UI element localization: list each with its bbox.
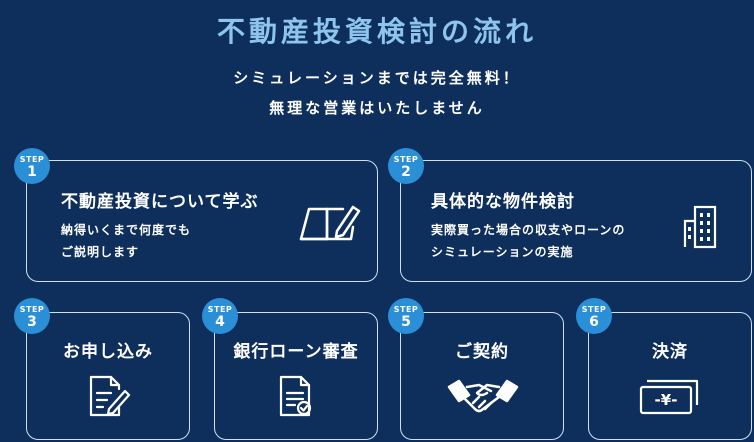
step-2-title: 具体的な物件検討	[431, 192, 575, 212]
step-2-desc-line-1: 実際買った場合の収支やローンの	[431, 223, 626, 237]
step-1-title: 不動産投資について学ぶ	[61, 192, 259, 212]
step-2-card: 具体的な物件検討 実際買った場合の収支やローンの シミュレーションの実施	[400, 160, 752, 282]
handshake-icon	[447, 379, 519, 413]
step-6-title: 決済	[652, 342, 688, 362]
step-3-title: お申し込み	[63, 342, 153, 362]
banknote-symbol: -¥-	[655, 391, 678, 409]
step-2-desc-line-2: シミュレーションの実施	[431, 245, 574, 259]
step-1-card: 不動産投資について学ぶ 納得いくまで何度でも ご説明します	[26, 160, 378, 282]
step-6-card: 決済 -¥-	[588, 312, 752, 440]
step-4-title: 銀行ローン審査	[233, 342, 359, 362]
step-5-card: ご契約	[400, 312, 564, 440]
subtitle-line-2: 無理な営業はいたしません	[269, 99, 485, 117]
document-check-icon	[279, 375, 312, 417]
building-icon	[683, 205, 717, 249]
step-3-card: お申し込み	[26, 312, 190, 440]
document-pen-icon	[89, 375, 131, 417]
book-pen-icon	[299, 205, 361, 241]
step-1-desc-line-2: ご説明します	[61, 245, 140, 259]
banknote-icon: -¥-	[639, 379, 699, 415]
subtitle-line-1: シミュレーションまでは完全無料！	[233, 69, 521, 87]
step-1-desc-line-1: 納得いくまで何度でも	[61, 223, 192, 237]
step-4-card: 銀行ローン審査	[214, 312, 378, 440]
page-title: 不動産投資検討の流れ	[216, 15, 537, 48]
step-5-title: ご契約	[455, 342, 509, 362]
